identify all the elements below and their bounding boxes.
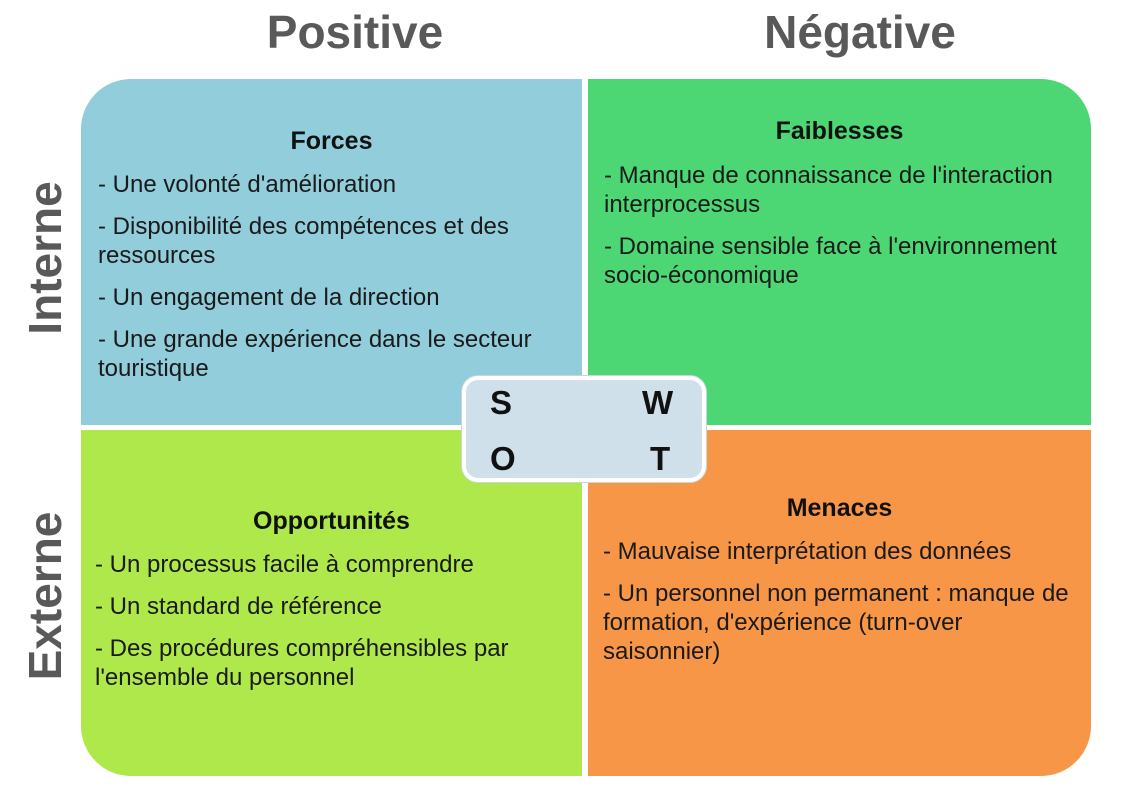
quadrant-title: Faiblesses [775,117,904,145]
quadrant-list: - Une volonté d'amélioration - Disponibi… [98,170,568,396]
list-item: - Un personnel non permanent : manque de… [603,580,1069,665]
list-item: - Un engagement de la direction [98,284,440,311]
list-item: - Un processus facile à comprendre [95,551,474,578]
row-header-internal: Interne [19,181,71,335]
quadrant-opportunites: Opportunités - Un processus facile à com… [81,430,582,776]
quadrant-forces: Forces - Une volonté d'amélioration - Di… [81,79,582,425]
quadrant-list: - Mauvaise interprétation des données - … [603,537,1083,679]
quadrant-faiblesses: Faiblesses - Manque de connaissance de l… [588,79,1091,425]
swot-letter-o: O [490,440,516,477]
list-item: - Des procédures compréhensibles par l'e… [95,635,509,691]
quadrant-menaces: Menaces - Mauvaise interprétation des do… [588,430,1091,776]
column-header-positive: Positive [266,6,444,58]
quadrant-title: Opportunités [253,507,410,535]
swot-center-box: S W O T [462,376,706,482]
swot-letter-s: S [490,384,513,421]
swot-letter-w: W [642,384,674,421]
swot-letter-t: T [650,440,671,477]
quadrant-list: - Un processus facile à comprendre - Un … [95,550,575,705]
list-item: - Disponibilité des compétences et des r… [98,213,509,269]
list-item: - Un standard de référence [95,593,382,620]
quadrant-list: - Manque de connaissance de l'interactio… [604,161,1084,303]
row-header-external: Externe [19,511,71,681]
list-item: - Une grande expérience dans le secteur … [98,326,532,382]
list-item: - Mauvaise interprétation des données [603,538,1012,565]
quadrant-title: Forces [290,127,373,155]
column-header-negative: Négative [764,6,956,58]
list-item: - Une volonté d'amélioration [98,171,397,198]
list-item: - Manque de connaissance de l'interactio… [604,162,1053,218]
list-item: - Domaine sensible face à l'environnemen… [604,233,1057,289]
quadrant-title: Menaces [786,494,893,522]
